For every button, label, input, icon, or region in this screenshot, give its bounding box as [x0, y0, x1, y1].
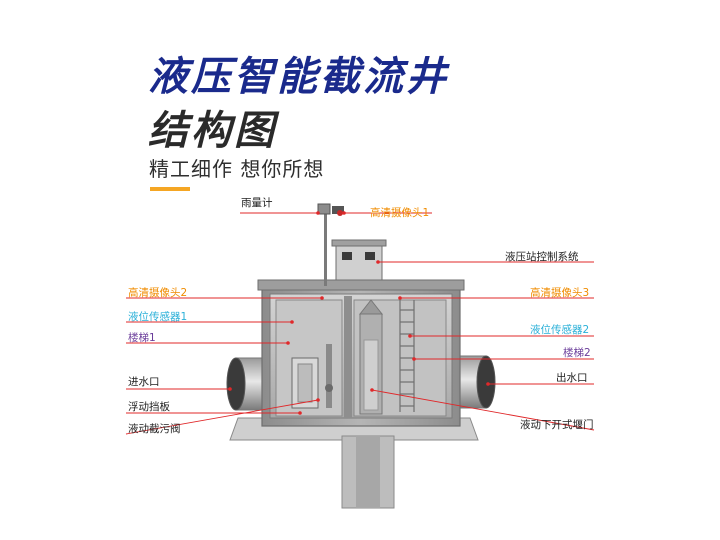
label-lower-weir-gate: 液动下开式堰门 — [520, 419, 594, 431]
accent-bar — [150, 187, 190, 191]
rain-gauge-pole — [317, 203, 344, 286]
main-chamber — [257, 279, 465, 427]
lower-shaft — [341, 435, 395, 509]
subtitle: 精工细作 想你所想 — [149, 157, 325, 181]
label-level-sensor-1: 液位传感器1 — [128, 311, 188, 323]
title-line-2: 结构图 — [148, 108, 277, 154]
sewage-valve — [325, 344, 333, 408]
label-inlet: 进水口 — [128, 376, 160, 388]
label-ladder-2: 楼梯2 — [563, 347, 591, 359]
label-hd-camera-3: 高清摄像头3 — [530, 287, 590, 299]
label-floating-baffle: 浮动挡板 — [128, 401, 170, 413]
label-sewage-valve: 液动截污阀 — [128, 423, 181, 435]
leader-lines — [125, 211, 595, 435]
title-line-1: 液压智能截流井 — [148, 54, 449, 100]
label-hd-camera-1: 高清摄像头1 — [370, 207, 430, 219]
ladder-2 — [399, 300, 415, 412]
inlet-pipe — [226, 357, 267, 411]
label-level-sensor-2: 液位传感器2 — [530, 324, 590, 336]
label-rain-gauge: 雨量计 — [241, 197, 273, 209]
outlet-pipe — [455, 355, 496, 409]
control-cabinet — [331, 239, 387, 281]
label-ladder-1: 楼梯1 — [128, 332, 156, 344]
label-outlet: 出水口 — [556, 372, 588, 384]
label-control-system: 液压站控制系统 — [505, 251, 579, 263]
floating-baffle — [291, 357, 319, 409]
label-hd-camera-2: 高清摄像头2 — [128, 287, 188, 299]
